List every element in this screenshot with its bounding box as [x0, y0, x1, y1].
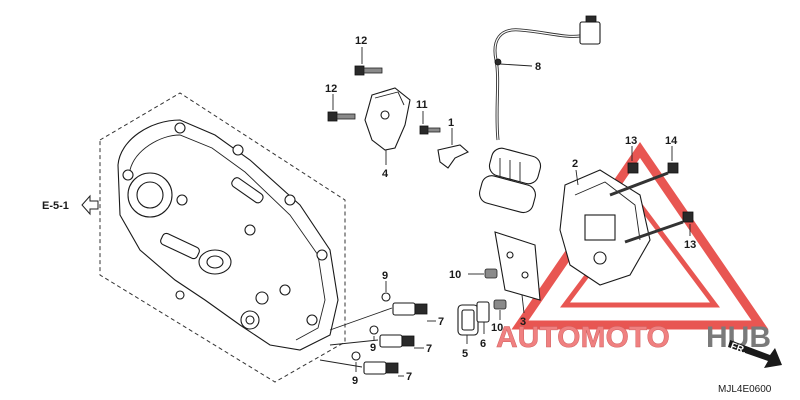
pressure-switch-7a — [392, 302, 428, 316]
bolt-12-upper — [354, 65, 383, 76]
callout-7a: 7 — [438, 316, 444, 328]
plate-3 — [494, 231, 541, 301]
callout-12a: 12 — [355, 35, 367, 47]
callout-6: 6 — [480, 338, 486, 350]
pin-10-upper — [484, 268, 498, 279]
callout-9c: 9 — [352, 375, 358, 387]
callout-12b: 12 — [325, 83, 337, 95]
callout-3: 3 — [520, 316, 526, 328]
callout-5: 5 — [462, 348, 468, 360]
o-ring-9b — [369, 325, 379, 335]
bolt-11 — [419, 125, 441, 135]
long-bolt-13-lower — [624, 211, 694, 244]
callout-7c: 7 — [406, 371, 412, 383]
watermark-text-a: AUTOMOTO — [496, 321, 670, 354]
callout-2: 2 — [572, 158, 578, 170]
callout-9a: 9 — [382, 270, 388, 282]
callout-11: 11 — [416, 99, 428, 111]
wire-harness-8 — [493, 15, 601, 141]
callout-8: 8 — [535, 61, 541, 73]
o-ring-9c — [351, 351, 361, 361]
callout-10b: 10 — [491, 322, 503, 334]
reference-label: E-5-1 — [42, 200, 69, 212]
pressure-switch-7b — [379, 334, 415, 348]
o-ring-9a — [381, 292, 391, 302]
long-bolt-14 — [609, 162, 679, 197]
front-direction-label: FR. — [729, 341, 748, 357]
gasket-5 — [457, 304, 479, 336]
callout-4: 4 — [382, 168, 389, 180]
pin-10-lower — [493, 299, 507, 310]
clip-1 — [437, 144, 470, 169]
front-direction-arrow — [728, 340, 782, 368]
pressure-switch-7c — [363, 361, 399, 375]
solenoid-assembly — [478, 147, 542, 214]
diagram-code: MJL4E0600 — [718, 384, 772, 395]
callout-13a: 13 — [625, 135, 637, 147]
bolt-12-lower — [327, 111, 356, 122]
callout-9b: 9 — [370, 342, 376, 354]
cover-dashed-outline — [99, 92, 346, 383]
callout-7b: 7 — [426, 343, 432, 355]
gear-case-cover — [117, 119, 339, 351]
callout-10a: 10 — [449, 269, 461, 281]
seal-6 — [476, 301, 490, 323]
bracket-4 — [364, 87, 411, 151]
callout-1: 1 — [448, 117, 454, 129]
callout-13b: 13 — [684, 239, 696, 251]
callout-14: 14 — [665, 135, 678, 147]
reference-arrow — [81, 194, 99, 216]
valve-body-2 — [559, 169, 651, 286]
bolt-13-upper — [627, 162, 639, 174]
